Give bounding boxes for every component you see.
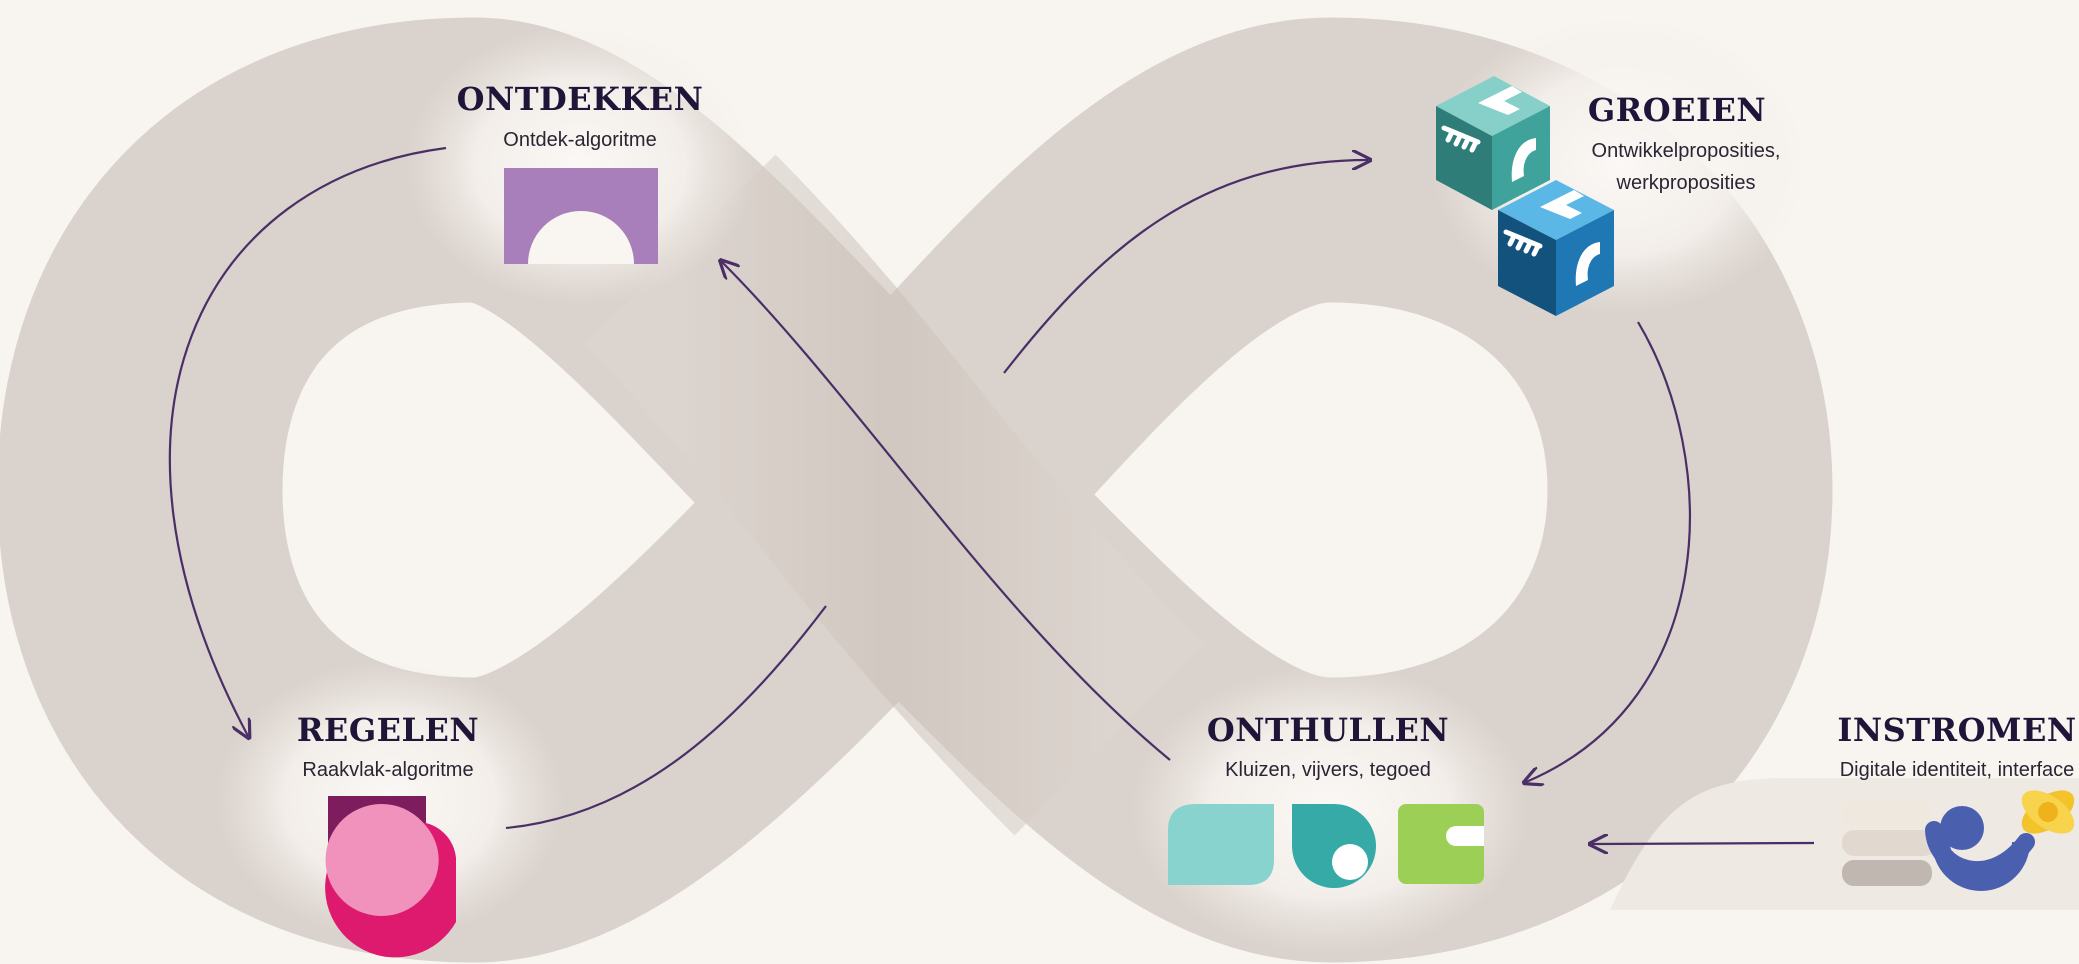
instromen-title: INSTROMEN xyxy=(1837,711,2077,749)
ontdekken-subtitle: Ontdek-algoritme xyxy=(503,129,657,151)
infinity-ribbon xyxy=(0,17,1833,963)
regelen-title: REGELEN xyxy=(296,711,480,749)
groeien-subtitle-line2: werkproposities xyxy=(1616,172,1756,194)
onthullen-title: ONTHULLEN xyxy=(1206,711,1450,749)
identity-interface-icon xyxy=(1842,790,2075,891)
regelen-subtitle: Raakvlak-algoritme xyxy=(302,759,474,781)
instromen-subtitle: Digitale identiteit, interface xyxy=(1839,759,2075,781)
overlapping-drops-icon xyxy=(325,796,456,958)
vault-shapes-icon xyxy=(1168,804,1484,888)
arrow-regelen-to-groeien-upper xyxy=(1003,160,1368,374)
arrow-onthullen-to-ontdekken xyxy=(722,262,1171,761)
arrow-ontdekken-to-regelen xyxy=(168,146,447,736)
arrow-instromen-to-onthullen xyxy=(1592,843,1815,844)
arch-card-icon xyxy=(504,168,658,264)
onthullen-subtitle: Kluizen, vijvers, tegoed xyxy=(1225,759,1431,781)
stacked-cubes-icon xyxy=(1436,76,1614,316)
groeien-title: GROEIEN xyxy=(1587,91,1767,129)
arrow-groeien-to-onthullen xyxy=(1526,321,1691,782)
groeien-subtitle-line1: Ontwikkelproposities, xyxy=(1591,140,1781,162)
groeien-subtitle: Ontwikkelproposities, werkproposities xyxy=(1592,135,1781,199)
arrow-regelen-to-groeien-lower xyxy=(505,605,827,830)
ontdekken-title: ONTDEKKEN xyxy=(456,80,704,118)
